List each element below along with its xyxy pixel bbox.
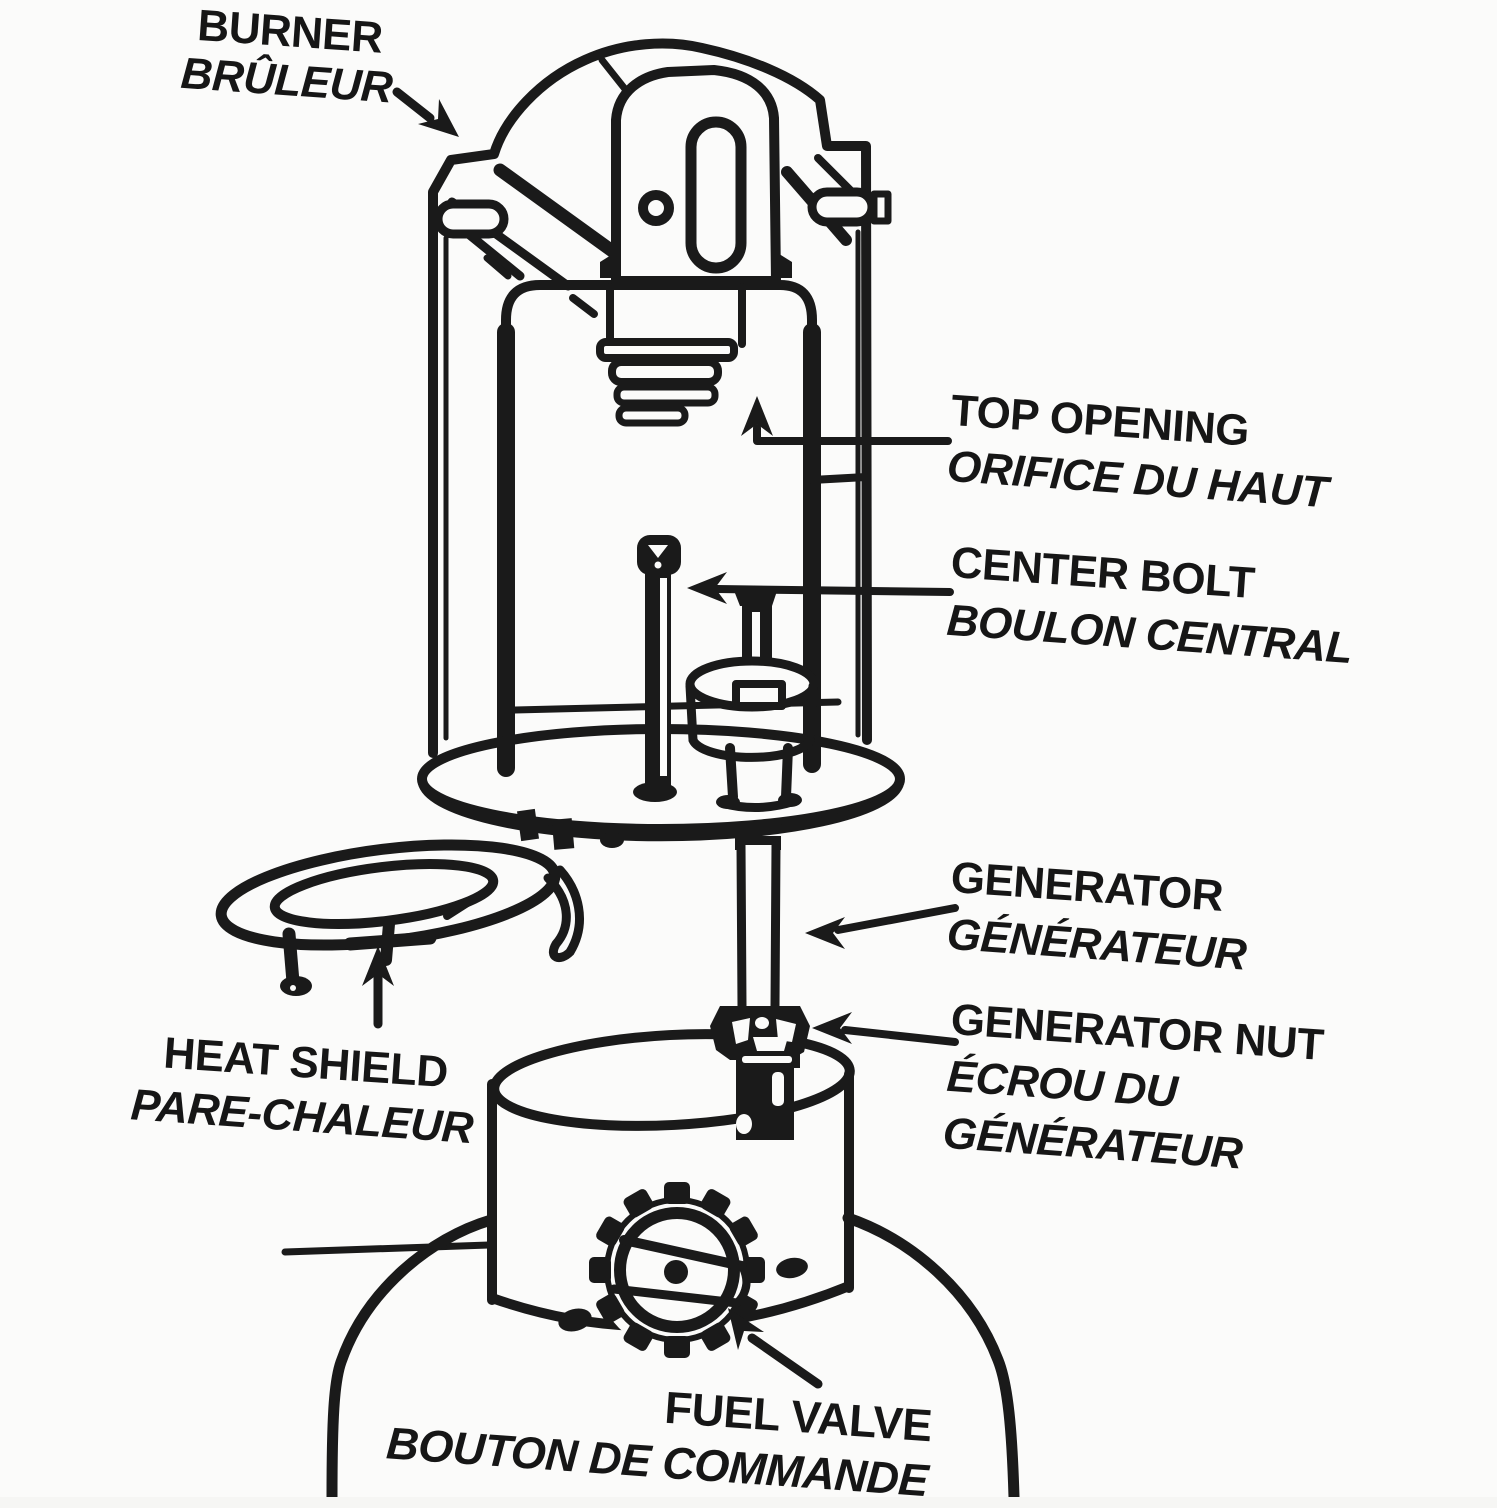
shield-front-bar [343,931,437,951]
tank-seam-line [281,1241,493,1256]
bolt-foot [633,782,677,802]
right-lug [807,187,877,227]
knob-slot-line [619,1235,747,1271]
generator-nut-arrow [812,1012,959,1046]
generator-nut-part [710,1006,810,1140]
cup-insert [732,680,786,710]
annotation-arrows [362,87,959,1389]
knob-slot-line [609,1284,742,1308]
shield-left-leg [282,927,300,989]
fuel-tank [326,1212,1020,1497]
burner-outline [428,38,872,758]
tab-rivet-hole [638,190,674,226]
shield-notch-edge [443,896,476,920]
burner-arrow [392,87,459,137]
fuel-valve-knob [558,1182,808,1358]
fuel-valve-arrow [728,1308,823,1389]
tank-shoulder-right [842,1212,1020,1497]
base-plate-tab [516,808,540,842]
base-plate-tab [551,818,575,850]
knob-face [614,1207,740,1333]
label-generator-nut: GENERATOR NUT ÉCROU DU GÉNÉRATEUR [941,991,1325,1188]
right-lug-notch [870,190,892,225]
detail-blob [558,1308,592,1332]
heat-shield-arrow [362,946,394,1029]
base-plate-tab [600,832,624,848]
top-opening-plates [596,283,746,427]
generator-arrow [805,904,959,949]
label-burner: BURNER BRÛLEUR [179,0,397,113]
knob-center-dot [664,1260,688,1284]
shield-right-hook [543,865,584,962]
base-plate-lower-rim [418,780,904,842]
mounting-tab [600,65,792,286]
tab-slot [685,116,747,274]
label-generator: GENERATOR GÉNÉRATEUR [945,849,1252,984]
nut-body [710,1006,810,1060]
bolt-rod [645,570,671,786]
left-lug [433,199,509,239]
center-bolt-part [633,535,681,802]
generator-tube [736,840,781,1011]
chamber-frame [501,280,817,775]
detail-blob [776,1257,808,1279]
top-opening-arrow [741,396,952,445]
center-bolt-arrow [687,572,954,604]
burner-assembly [428,38,892,777]
tank-shoulder-left [326,1214,497,1497]
right-cross-rail [808,473,870,484]
tab-foot-left [600,252,616,278]
heat-shield-part [215,839,584,996]
tab-foot-right [776,252,792,278]
eccentric-block [685,588,819,813]
valve-body [281,1029,855,1332]
